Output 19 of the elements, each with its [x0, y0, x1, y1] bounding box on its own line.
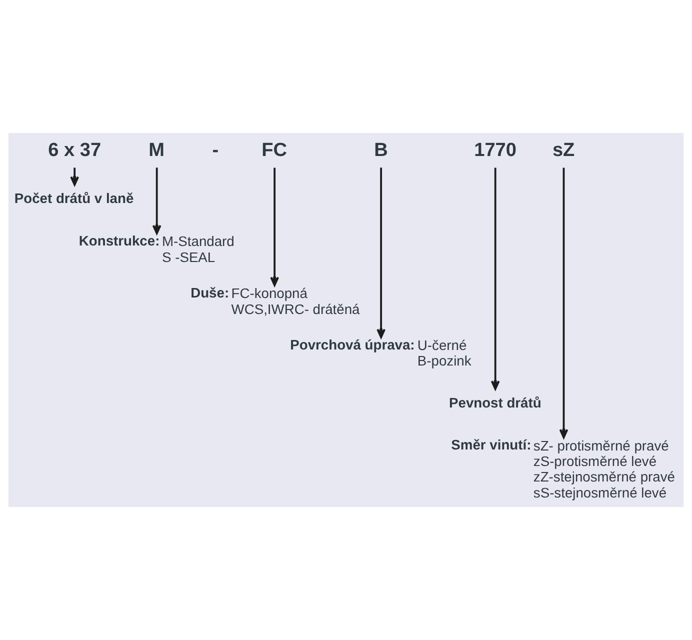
arrow — [270, 168, 280, 286]
node-text: Počet drátů v laně — [14, 190, 134, 206]
node-text: M — [148, 140, 164, 162]
arrow — [376, 168, 386, 338]
node-text: B — [374, 140, 388, 162]
node-text: sZ — [552, 140, 575, 162]
node-text: Konstrukce:M-Standard S -SEAL — [78, 232, 234, 265]
node-text: Směr vinutí:sZ- protisměrné pravé zS-protisměrné levé zZ-stejnosměrné pravé sS-stejnosměrné levé — [451, 436, 676, 500]
node-text: Pevnost drátů — [449, 394, 542, 410]
node-text: Duše:FC-konopná WCS,IWRC- drátěná — [190, 284, 360, 317]
arrow — [152, 168, 162, 234]
arrow — [70, 168, 80, 186]
node-text: Povrchová úprava: U-černé B-pozink — [290, 336, 472, 369]
node-text: 1770 — [474, 140, 516, 162]
label: - — [212, 140, 219, 162]
node-text: 6 x 37 — [48, 140, 102, 162]
arrow — [490, 168, 500, 390]
node-text: FC — [262, 140, 287, 162]
arrow — [559, 168, 568, 438]
